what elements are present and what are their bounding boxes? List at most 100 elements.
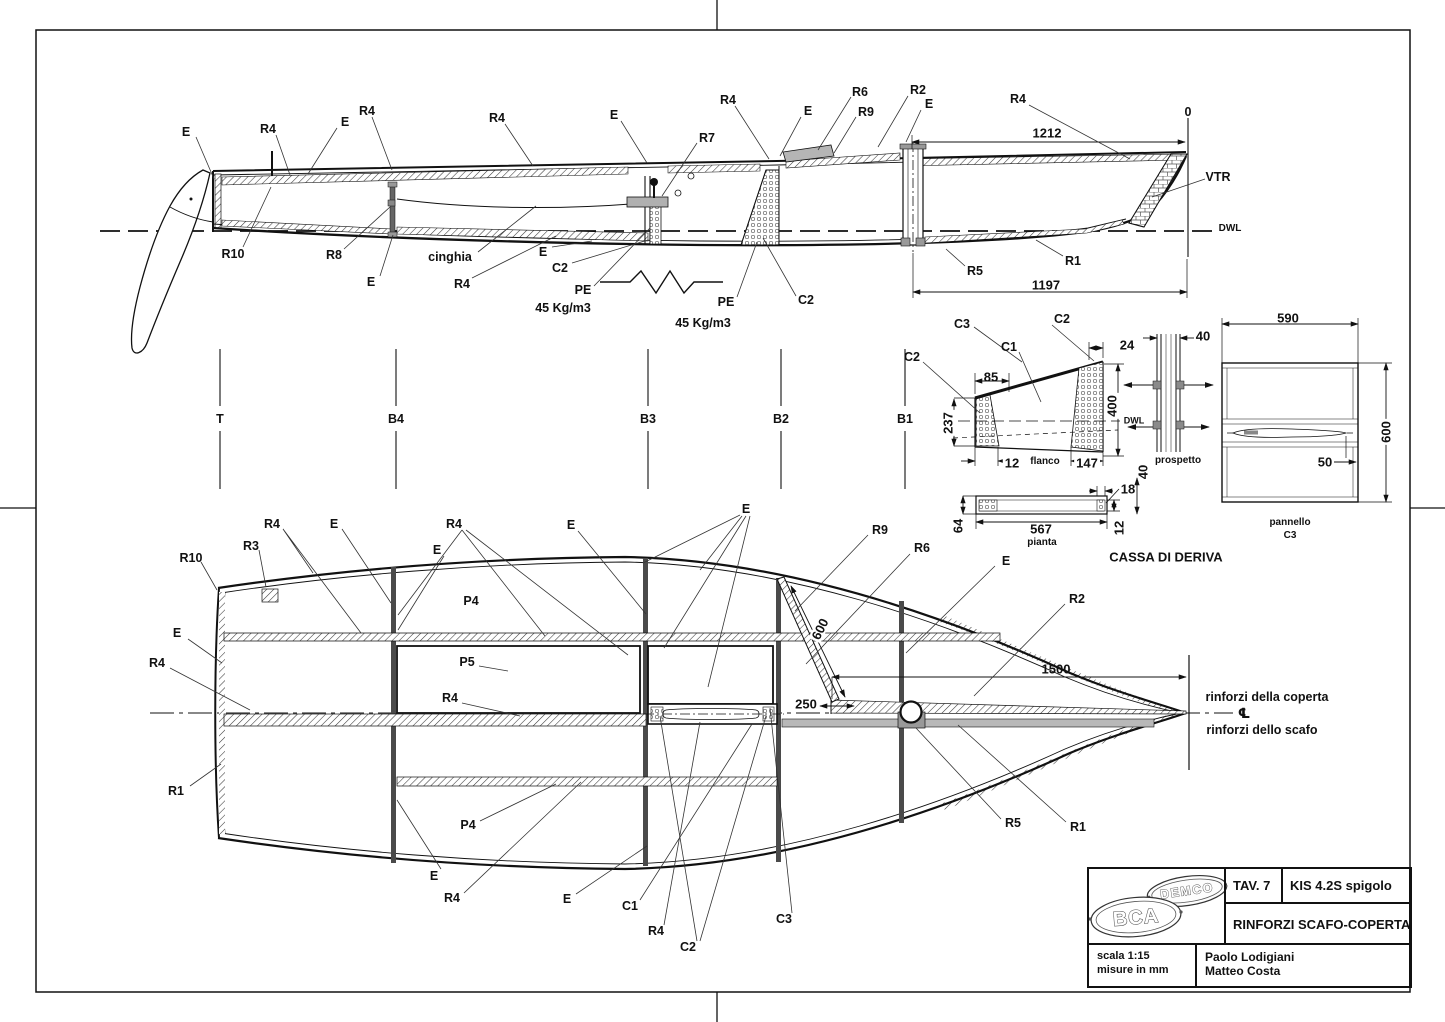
cassa-prospetto — [1123, 334, 1214, 452]
label-b2: B2 — [773, 411, 789, 426]
label-pannello: pannello — [1269, 517, 1311, 528]
break-line — [600, 269, 723, 295]
label-r7: R7 — [699, 130, 715, 145]
centerboard-case-plan — [644, 703, 784, 725]
label-e: E — [562, 891, 572, 906]
label-e: E — [172, 625, 182, 640]
label-c3: C3 — [954, 316, 970, 331]
label-c1: C1 — [1001, 339, 1017, 354]
label-e: E — [566, 517, 576, 532]
label-r1: R1 — [1065, 253, 1081, 268]
label-cassa-di-deriva: CASSA DI DERIVA — [1109, 549, 1223, 565]
label-r5: R5 — [1005, 815, 1021, 830]
label-40: 40 — [1195, 328, 1211, 344]
label-r8: R8 — [326, 247, 342, 262]
label-r4: R4 — [264, 516, 280, 531]
label-12: 12 — [1111, 520, 1127, 536]
label-c2: C2 — [904, 349, 920, 364]
units-label: misure in mm — [1097, 964, 1169, 976]
label-e: E — [366, 274, 376, 289]
cassa-pianta — [960, 477, 1140, 529]
label-prospetto: prospetto — [1154, 455, 1202, 466]
label-e: E — [329, 516, 339, 531]
drawing-title: RINFORZI SCAFO-COPERTA — [1233, 917, 1411, 932]
label-e: E — [803, 103, 813, 118]
label-r6: R6 — [852, 84, 868, 99]
author-2: Matteo Costa — [1205, 964, 1281, 978]
author-1: Paolo Lodigiani — [1205, 950, 1295, 964]
label-r3: R3 — [243, 538, 259, 553]
label-r1: R1 — [1070, 819, 1086, 834]
label-18: 18 — [1120, 481, 1136, 497]
label-1212: 1212 — [1032, 125, 1062, 141]
label-c2: C2 — [680, 939, 696, 954]
title-block-authors-cell — [1196, 944, 1410, 987]
label-400: 400 — [1104, 393, 1120, 419]
label-r4: R4 — [648, 923, 664, 938]
title-block-scale-cell — [1088, 944, 1196, 987]
side-view — [100, 118, 1216, 354]
label-: ℄ — [1237, 705, 1251, 721]
label-590: 590 — [1277, 310, 1299, 326]
label-b3: B3 — [640, 411, 656, 426]
cinghia-line — [396, 198, 644, 209]
label-b1: B1 — [897, 411, 913, 426]
label-r5: R5 — [967, 263, 983, 278]
rudder-blade — [130, 169, 211, 354]
label-e: E — [429, 868, 439, 883]
tav-number: TAV. 7 — [1233, 878, 1271, 893]
vtr-stem-band — [1128, 153, 1188, 228]
label-147: 147 — [1074, 455, 1100, 471]
label-45-kg-m3: 45 Kg/m3 — [535, 300, 591, 315]
label-r4: R4 — [359, 103, 375, 118]
label-0: 0 — [1184, 104, 1192, 119]
title-block-model-cell — [1282, 868, 1410, 903]
label-r4: R4 — [149, 655, 165, 670]
cassa-flanco — [951, 342, 1124, 466]
logo-bca: BCA — [1088, 896, 1183, 938]
label-c1: C1 — [622, 898, 638, 913]
title-block-logo-cell — [1088, 868, 1225, 944]
label-r4: R4 — [260, 121, 276, 136]
label-45-kg-m3: 45 Kg/m3 — [675, 315, 731, 330]
label-1500: 1500 — [1041, 661, 1071, 677]
mast-step — [626, 172, 695, 245]
label-r9: R9 — [858, 104, 874, 119]
label-1197: 1197 — [1031, 277, 1061, 293]
label-85: 85 — [983, 369, 999, 385]
label-c2: C2 — [798, 292, 814, 307]
label-r9: R9 — [872, 522, 888, 537]
label-rinforzi-dello-scafo: rinforzi dello scafo — [1206, 722, 1318, 737]
pannello-c3 — [1221, 318, 1392, 503]
label-pe: PE — [574, 282, 592, 297]
label-r4: R4 — [454, 276, 470, 291]
label-e: E — [741, 501, 751, 516]
label-24: 24 — [1119, 337, 1135, 353]
label-c3: C3 — [1283, 530, 1297, 541]
label-rinforzi-della-coperta: rinforzi della coperta — [1205, 689, 1329, 704]
label-p4: P4 — [460, 817, 476, 832]
label-50: 50 — [1317, 454, 1333, 470]
title-block-title-cell — [1225, 903, 1410, 944]
label-r4: R4 — [444, 890, 460, 905]
scale-label: scala 1:15 — [1097, 950, 1150, 962]
label-r4: R4 — [442, 690, 458, 705]
label-r1: R1 — [168, 783, 184, 798]
label-flanco: flanco — [1028, 456, 1062, 467]
station-lines — [219, 349, 906, 489]
label-vtr: VTR — [1205, 169, 1231, 184]
title-block-tav-cell — [1225, 868, 1282, 903]
leader-lines — [169, 95, 1206, 942]
label-dwl: DWL — [1123, 415, 1145, 426]
label-r4: R4 — [720, 92, 736, 107]
label-pianta: pianta — [1027, 537, 1057, 548]
label-c3: C3 — [776, 911, 792, 926]
label-pe: PE — [717, 294, 735, 309]
label-cinghia: cinghia — [428, 249, 472, 264]
label-40: 40 — [1135, 464, 1151, 480]
label-e: E — [1001, 553, 1011, 568]
